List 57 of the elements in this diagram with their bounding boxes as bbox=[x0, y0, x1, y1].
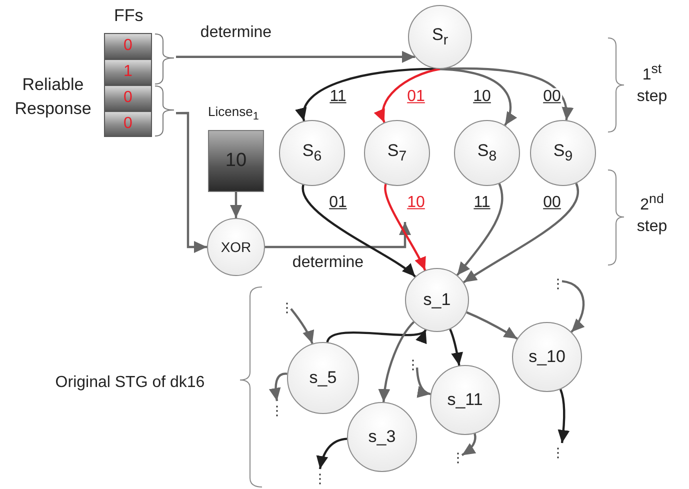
arrow bbox=[230, 192, 242, 218]
arrow bbox=[463, 183, 579, 284]
arrow bbox=[326, 329, 426, 344]
step-label: 2$^{nd}$ step bbox=[636, 190, 668, 238]
arrow bbox=[466, 311, 518, 340]
ellipsis-mark: ⋮ bbox=[409, 355, 417, 373]
arrow bbox=[176, 112, 207, 253]
state-circle: s_5 bbox=[287, 342, 359, 414]
arrow bbox=[375, 68, 440, 123]
flip-flop-bit: 1 bbox=[104, 59, 152, 85]
flip-flop-bit: 0 bbox=[104, 85, 152, 111]
arrow bbox=[461, 433, 476, 456]
edge-label: 01 bbox=[328, 194, 348, 212]
ellipsis-mark: ⋮ bbox=[273, 401, 281, 419]
arrow bbox=[176, 50, 415, 63]
arrow bbox=[416, 368, 431, 397]
edge-label: 00 bbox=[542, 88, 562, 106]
arrow bbox=[562, 280, 585, 333]
arrow bbox=[449, 328, 463, 366]
state-circle: s_3 bbox=[347, 402, 417, 472]
group-label: Original STG of dk16 bbox=[55, 373, 205, 394]
edge-label: 10 bbox=[406, 194, 426, 212]
arrow bbox=[316, 438, 348, 470]
state-circle: s_11 bbox=[430, 365, 500, 435]
flip-flop-bit: 0 bbox=[104, 111, 152, 137]
edge-label: 10 bbox=[472, 88, 492, 106]
ellipsis-mark: ⋮ bbox=[316, 469, 324, 487]
license-title: License$_{1}$ bbox=[208, 104, 259, 123]
state-circle: s_10 bbox=[512, 322, 582, 392]
edge-label: 00 bbox=[542, 194, 562, 212]
state-circle: S$_{7}$ bbox=[364, 120, 430, 186]
arrow bbox=[456, 183, 504, 276]
arrow bbox=[440, 67, 573, 120]
ellipsis-mark: ⋮ bbox=[454, 448, 462, 466]
register-caption: Reliable Response bbox=[14, 74, 92, 120]
edge-label: 11 bbox=[328, 88, 348, 106]
arrow bbox=[384, 184, 426, 271]
flip-flop-bit: 0 bbox=[104, 33, 152, 59]
arrow bbox=[378, 321, 415, 402]
state-circle: S$_{8}$ bbox=[454, 120, 520, 186]
arrow bbox=[265, 222, 411, 248]
arrow bbox=[290, 308, 314, 344]
state-circle: S$_{r}$ bbox=[408, 5, 472, 69]
step-label: 1$^{st}$ step bbox=[636, 60, 668, 108]
state-circle: XOR bbox=[207, 218, 265, 276]
ellipsis-mark: ⋮ bbox=[554, 274, 562, 292]
ellipsis-mark: ⋮ bbox=[554, 443, 562, 461]
state-circle: s_1 bbox=[405, 268, 469, 332]
license-value: 10 bbox=[208, 130, 264, 192]
state-circle: S$_{9}$ bbox=[530, 120, 596, 186]
ellipsis-mark: ⋮ bbox=[283, 298, 291, 316]
register-title: FFs bbox=[114, 6, 144, 26]
edge-label: 01 bbox=[406, 88, 426, 106]
state-circle: S$_{6}$ bbox=[279, 120, 345, 186]
arrow bbox=[558, 388, 570, 444]
edge-label: 11 bbox=[472, 194, 492, 212]
arrow bbox=[302, 184, 416, 278]
